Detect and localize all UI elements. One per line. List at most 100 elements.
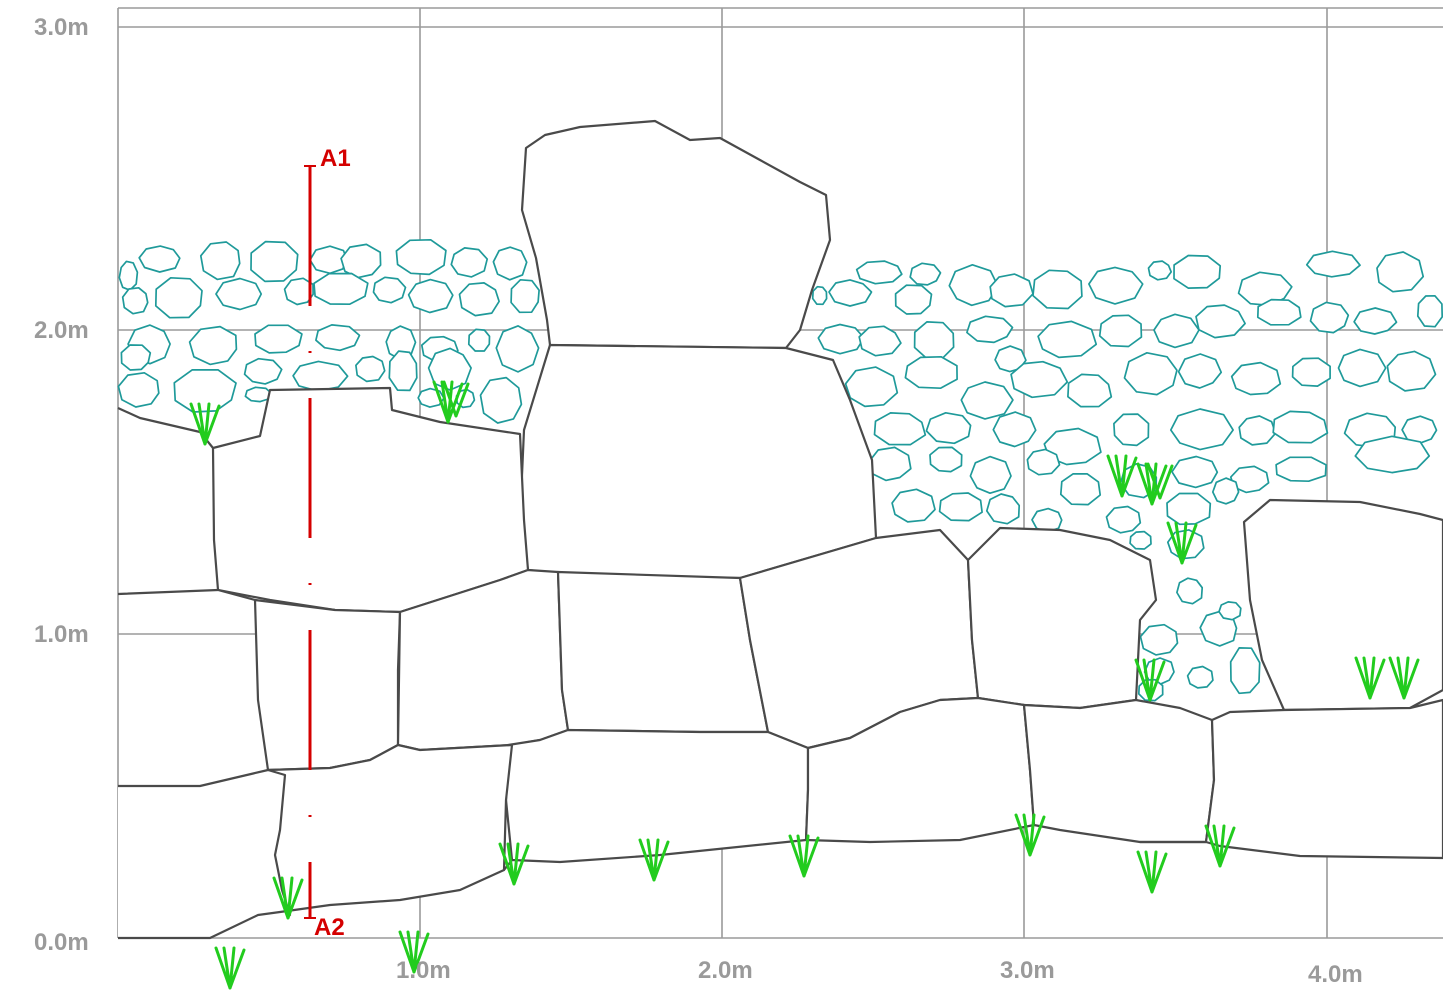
small-stone xyxy=(492,246,528,281)
small-stone xyxy=(120,344,152,371)
small-stone xyxy=(1230,361,1282,396)
small-stone xyxy=(1105,505,1142,534)
small-stone xyxy=(1169,408,1234,451)
small-stone xyxy=(828,279,873,307)
small-stone xyxy=(1173,254,1222,289)
grass-tuft-icon xyxy=(498,842,530,886)
small-stone xyxy=(355,355,386,383)
small-stone xyxy=(1218,601,1242,621)
small-stone xyxy=(1037,320,1098,359)
grass-tuft-icon xyxy=(432,380,470,424)
small-stone xyxy=(1186,665,1214,689)
small-stone xyxy=(250,240,299,283)
small-stone xyxy=(1386,350,1437,392)
small-stone xyxy=(510,278,540,314)
small-stone xyxy=(817,323,865,355)
grass-tuft-icon xyxy=(1136,850,1168,894)
small-stone xyxy=(1229,465,1270,494)
small-stone xyxy=(1177,353,1223,389)
large-stone xyxy=(117,386,530,614)
section-start-label: A1 xyxy=(320,145,351,172)
small-stone xyxy=(1043,427,1102,466)
small-stone xyxy=(904,355,958,390)
small-stone xyxy=(1113,413,1150,447)
small-stone xyxy=(1123,351,1178,396)
grass-tuft-icon xyxy=(272,876,304,920)
small-stone xyxy=(858,325,902,357)
grass-tuft-icon xyxy=(398,930,430,974)
small-stone xyxy=(315,324,361,352)
small-stone xyxy=(894,284,933,315)
small-stone xyxy=(1010,360,1069,399)
grass-tuft-icon xyxy=(1204,824,1236,868)
grass-tuft-icon xyxy=(1106,454,1138,498)
small-stone xyxy=(992,411,1037,448)
small-stone xyxy=(1166,492,1212,526)
small-stone xyxy=(966,315,1014,344)
vegetation-tufts xyxy=(189,380,1420,990)
small-stone xyxy=(873,412,927,446)
small-stone xyxy=(1309,301,1350,334)
small-stone xyxy=(243,357,283,385)
small-stone xyxy=(913,321,955,360)
small-stone xyxy=(372,276,407,304)
small-stone xyxy=(811,285,828,306)
grass-tuft-icon xyxy=(1134,658,1166,702)
small-stone xyxy=(292,360,349,392)
small-stone xyxy=(891,488,936,523)
x-axis-label-3m: 3.0m xyxy=(1000,957,1055,984)
small-stone xyxy=(1026,448,1061,476)
small-stone xyxy=(138,245,181,273)
x-axis-label-2m: 2.0m xyxy=(698,957,753,984)
large-stone xyxy=(518,343,878,580)
y-axis-label-0m: 0.0m xyxy=(34,929,89,956)
section-line-a1-a2: A1 A2 xyxy=(304,145,351,941)
small-stone xyxy=(1416,294,1443,328)
large-stone xyxy=(520,119,832,350)
small-stone xyxy=(1275,456,1327,483)
small-stone xyxy=(1195,304,1246,339)
small-stone xyxy=(313,272,369,306)
small-stone xyxy=(1291,357,1331,387)
small-stone xyxy=(199,241,241,281)
small-stone xyxy=(1129,530,1152,550)
large-stone xyxy=(966,526,1158,710)
grass-tuft-icon xyxy=(1166,521,1198,565)
small-stone xyxy=(254,324,303,354)
small-stone xyxy=(407,278,454,314)
small-stone xyxy=(1067,373,1113,408)
small-stone xyxy=(868,446,912,482)
y-axis-label-1m: 1.0m xyxy=(34,621,89,648)
y-axis-label-3m: 3.0m xyxy=(34,14,89,41)
large-stone xyxy=(1204,698,1443,860)
small-stone xyxy=(388,350,418,392)
large-stone xyxy=(117,588,402,772)
small-stone xyxy=(1272,410,1329,444)
small-stone xyxy=(1176,577,1204,605)
small-stone xyxy=(1032,269,1083,310)
small-stone xyxy=(117,371,160,408)
large-stone xyxy=(1022,698,1216,844)
large-stone xyxy=(118,743,514,940)
grass-tuft-icon xyxy=(1136,462,1174,506)
small-stone xyxy=(1337,348,1387,388)
small-stone xyxy=(467,328,491,352)
section-end-label: A2 xyxy=(314,914,345,941)
small-stone xyxy=(1305,250,1361,278)
small-stone xyxy=(938,492,983,522)
grass-tuft-icon xyxy=(1388,656,1420,700)
small-stone xyxy=(1211,477,1240,505)
small-stone xyxy=(1088,266,1144,305)
small-stone xyxy=(1171,455,1219,489)
grass-tuft-icon xyxy=(214,946,246,990)
small-stone xyxy=(1199,610,1238,647)
y-axis-label-2m: 2.0m xyxy=(34,317,89,344)
x-axis-label-1m: 1.0m xyxy=(396,957,451,984)
small-stone xyxy=(495,325,540,373)
small-stone xyxy=(1147,260,1173,281)
small-stone xyxy=(121,286,149,315)
small-stone xyxy=(340,243,382,279)
small-stone xyxy=(118,260,139,292)
grass-tuft-icon xyxy=(1354,656,1386,700)
